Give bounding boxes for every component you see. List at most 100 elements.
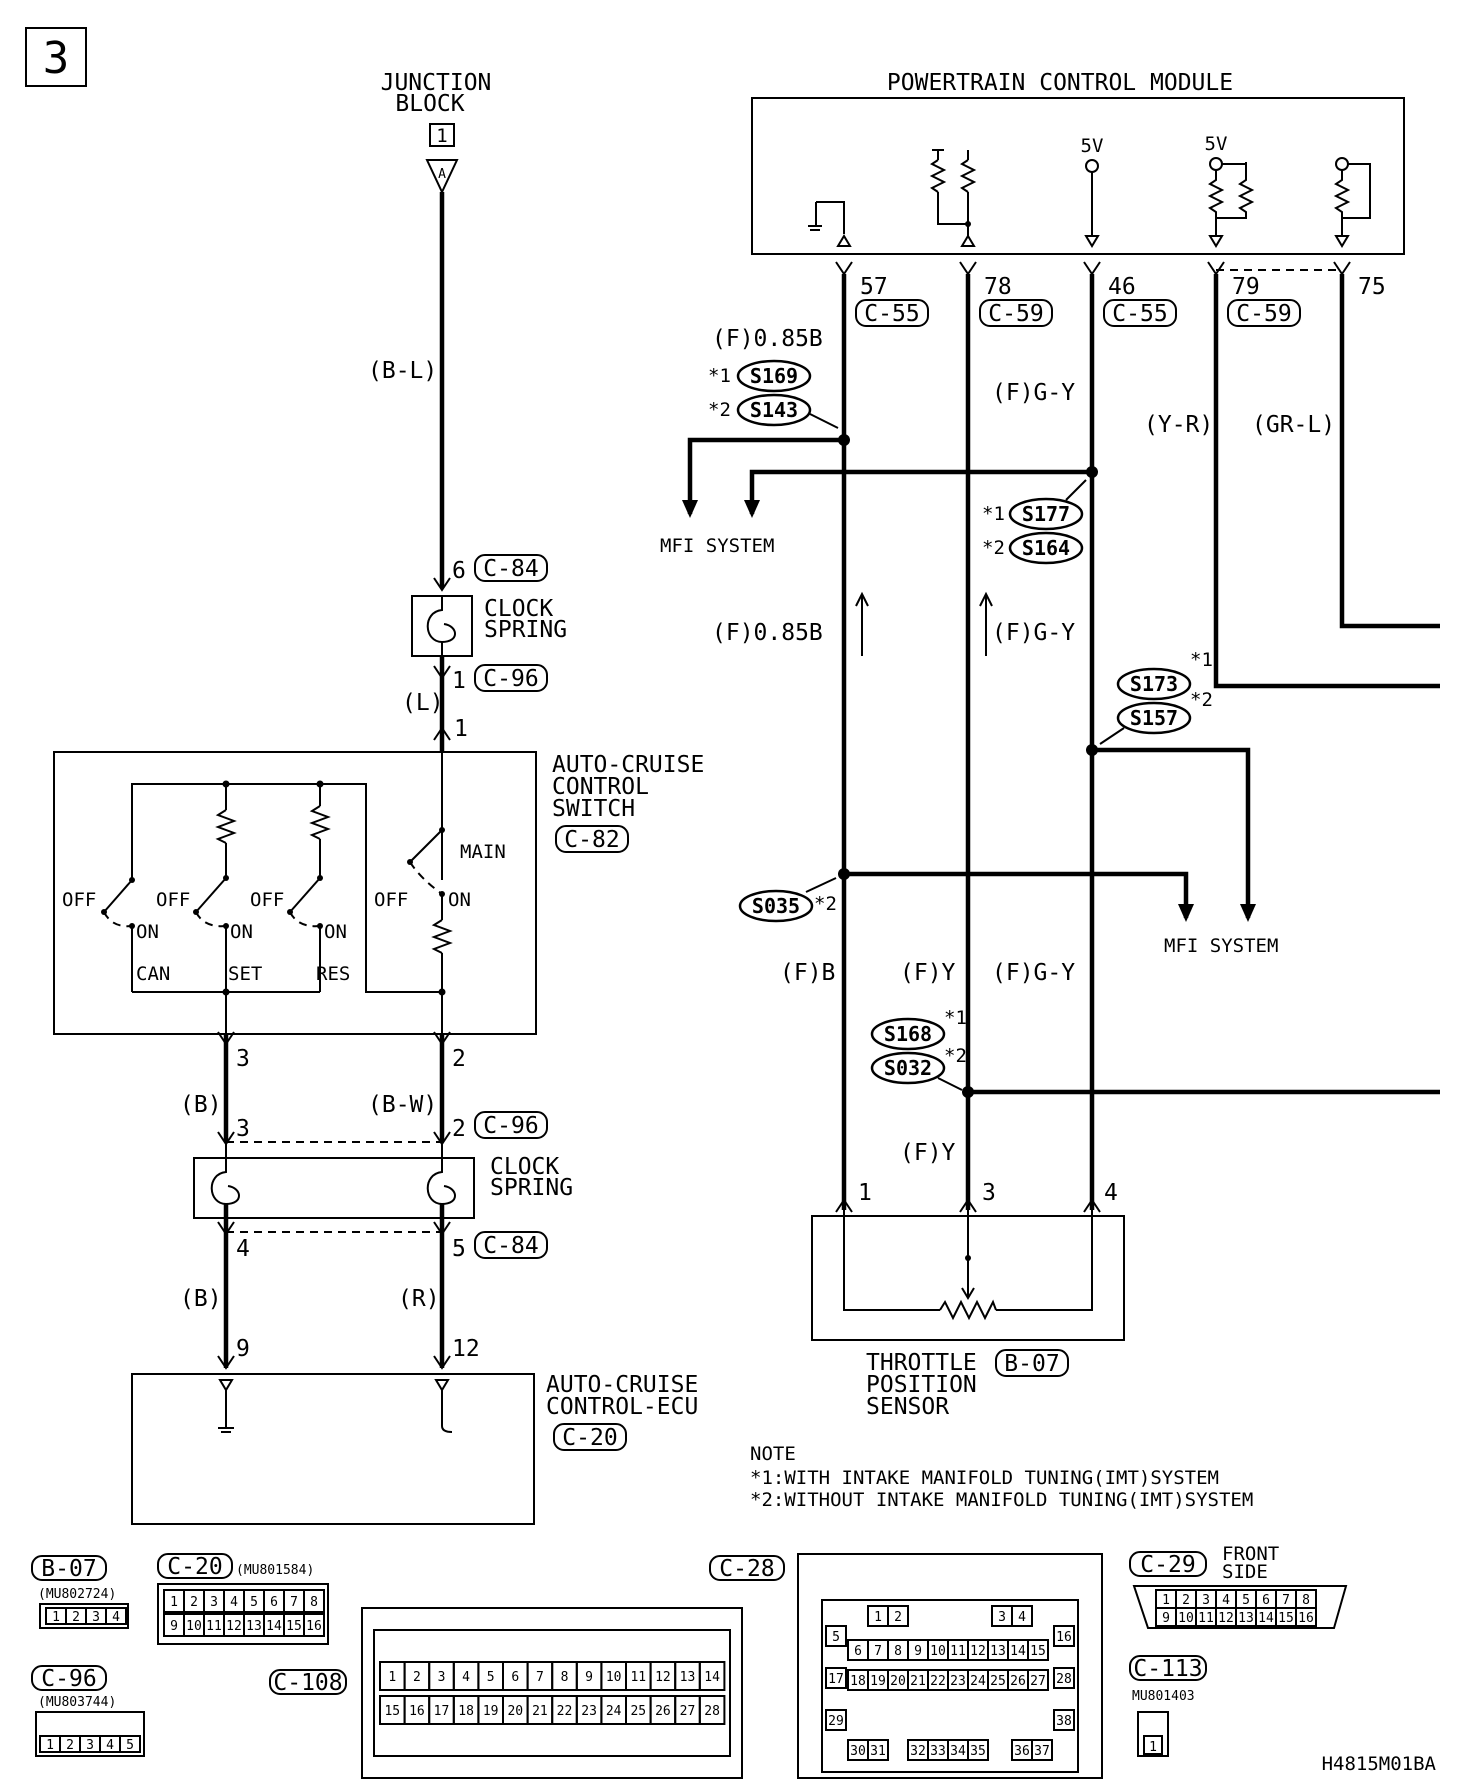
c29-pin-6: 6 bbox=[1262, 1593, 1270, 1608]
b07-pin-4: 4 bbox=[112, 1610, 120, 1625]
c108-pin-3: 3 bbox=[438, 1670, 446, 1685]
clock-spring-bottom-label-1: CLOCK bbox=[490, 1154, 559, 1180]
c108-pin-22: 22 bbox=[557, 1704, 573, 1719]
conn-c20-body bbox=[157, 1583, 329, 1645]
splice-s157-label: S157 bbox=[1130, 706, 1178, 730]
junction-block-ref: 1 bbox=[436, 125, 447, 147]
conn-c28-inner bbox=[821, 1599, 1079, 1773]
junction-dot bbox=[965, 1255, 971, 1261]
resistor-set bbox=[215, 809, 237, 844]
c108-pin-8: 8 bbox=[561, 1670, 569, 1685]
splice-s169-label: S169 bbox=[750, 364, 798, 388]
tps-internal bbox=[843, 1210, 940, 1311]
c20-pin-8: 8 bbox=[310, 1595, 318, 1610]
c28-pin-27: 27 bbox=[1030, 1674, 1046, 1689]
conn-c59-2-box bbox=[1227, 299, 1301, 327]
c96-pin-1: 1 bbox=[46, 1738, 54, 1753]
connector-arrow bbox=[835, 1198, 853, 1213]
c29-pin-9: 9 bbox=[1162, 1611, 1170, 1626]
pcm-res-lead bbox=[937, 192, 969, 225]
conn-detail-c96-part: (MU803744) bbox=[38, 1695, 116, 1710]
splice-pointer bbox=[805, 877, 837, 893]
conn-detail-c20-box bbox=[157, 1553, 233, 1579]
acc-switch-label-1: AUTO-CRUISE bbox=[552, 752, 704, 778]
ecu-pin bbox=[434, 1379, 450, 1392]
c28-pin-35: 35 bbox=[970, 1744, 986, 1759]
switch-on-4: ON bbox=[448, 889, 471, 911]
splice-s173-label: S173 bbox=[1130, 672, 1178, 696]
c28-pin-12: 12 bbox=[970, 1644, 986, 1659]
pin-pcm-78: 78 bbox=[984, 274, 1012, 300]
splice-pointer bbox=[937, 1077, 963, 1091]
conn-c29-front-2: SIDE bbox=[1222, 1561, 1268, 1583]
c20-pin-3: 3 bbox=[210, 1595, 218, 1610]
pcm-box bbox=[751, 97, 1405, 255]
c28-pin-27-cell bbox=[1027, 1669, 1049, 1691]
mfi-system-a: MFI SYSTEM bbox=[660, 535, 774, 557]
pcm-57-internal bbox=[816, 201, 845, 234]
pin-pcm-75: 75 bbox=[1358, 274, 1386, 300]
c28-pin-4-cell bbox=[1011, 1605, 1033, 1627]
c29-pin-16-cell bbox=[1295, 1607, 1317, 1627]
switch-bus bbox=[131, 783, 442, 993]
pin-pcm-57: 57 bbox=[860, 274, 888, 300]
conn-c84-top-box bbox=[474, 554, 548, 582]
wire-label-b-1: (B) bbox=[180, 1092, 222, 1118]
wire-label-78-b: (F)Y bbox=[900, 1140, 956, 1166]
b07-pin-1: 1 bbox=[52, 1610, 60, 1625]
c20-pin-4: 4 bbox=[230, 1595, 238, 1610]
c20-pin-14: 14 bbox=[266, 1619, 282, 1634]
c28-pin-5: 5 bbox=[832, 1630, 840, 1645]
c20-pin-10: 10 bbox=[186, 1619, 202, 1634]
conn-c96-top: C-96 bbox=[483, 666, 538, 692]
conn-c96-body bbox=[35, 1711, 145, 1757]
connector-arrow bbox=[433, 665, 451, 680]
c28-pin-7: 7 bbox=[874, 1644, 882, 1659]
pcm-5v-2: 5V bbox=[1205, 133, 1228, 155]
c108-pin-21: 21 bbox=[532, 1704, 548, 1719]
c28-pin-28: 28 bbox=[1056, 1672, 1072, 1687]
c28-pin-34: 34 bbox=[950, 1744, 966, 1759]
c28-pin-15-cell bbox=[1027, 1639, 1049, 1661]
junction-block-ref-box bbox=[429, 123, 455, 147]
clock-spring-top-label-2: SPRING bbox=[484, 617, 567, 643]
c29-pin-16: 16 bbox=[1298, 1611, 1314, 1626]
acc-switch-box bbox=[53, 751, 537, 1035]
c108-pin-15: 15 bbox=[384, 1704, 400, 1719]
mark-1b: *1 bbox=[982, 503, 1005, 525]
c20-pin-12: 12 bbox=[226, 1619, 242, 1634]
wire-label-r: (R) bbox=[398, 1286, 440, 1312]
c108-pin-11: 11 bbox=[630, 1670, 646, 1685]
pcm-resistor bbox=[929, 159, 947, 193]
c28-pin-16: 16 bbox=[1056, 1630, 1072, 1645]
pcm-res-lead bbox=[932, 149, 969, 160]
pcm-terminal bbox=[1335, 157, 1349, 171]
c108-pin-25: 25 bbox=[630, 1704, 646, 1719]
switch-off-4: OFF bbox=[374, 889, 408, 911]
mark-1c: *1 bbox=[1190, 649, 1213, 671]
mfi-system-b: MFI SYSTEM bbox=[1164, 935, 1278, 957]
wire-mfi-a1 bbox=[687, 437, 844, 514]
c108-pin-4: 4 bbox=[462, 1670, 470, 1685]
wire-label-57-a: (F)0.85B bbox=[712, 326, 823, 352]
pin-switch-3: 3 bbox=[236, 1046, 250, 1072]
conn-c59-1-box bbox=[979, 299, 1053, 327]
c96-pin-2: 2 bbox=[66, 1738, 74, 1753]
switch-travel bbox=[409, 861, 443, 895]
switch-travel bbox=[195, 911, 227, 928]
pcm-resistor bbox=[1333, 170, 1351, 236]
conn-c29-body bbox=[1132, 1585, 1348, 1629]
pin-switch-2: 2 bbox=[452, 1046, 466, 1072]
splice-s032 bbox=[870, 1051, 946, 1085]
c20-pin-7: 7 bbox=[290, 1595, 298, 1610]
c28-pin-1: 1 bbox=[874, 1610, 882, 1625]
c28-pin-36: 36 bbox=[1014, 1744, 1030, 1759]
c108-pin-20: 20 bbox=[507, 1704, 523, 1719]
pin-tps-1: 1 bbox=[858, 1180, 872, 1206]
c108-pin-23: 23 bbox=[581, 1704, 597, 1719]
pcm-5v-1: 5V bbox=[1081, 135, 1104, 157]
tps-label-3: SENSOR bbox=[866, 1394, 949, 1420]
conn-c29-front-1: FRONT bbox=[1222, 1543, 1279, 1565]
